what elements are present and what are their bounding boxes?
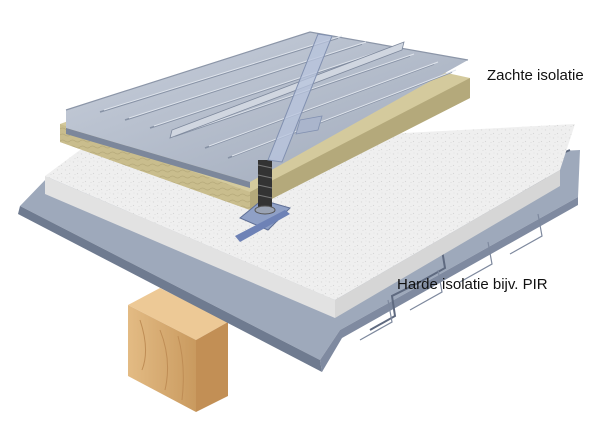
standing-seam-clip <box>235 33 333 242</box>
roof-sheeting <box>65 31 469 188</box>
hard-insulation-label: Harde isolatie bijv. PIR <box>397 276 548 293</box>
timber-beam <box>128 288 228 412</box>
soft-insulation-label: Zachte isolatie <box>487 67 584 84</box>
